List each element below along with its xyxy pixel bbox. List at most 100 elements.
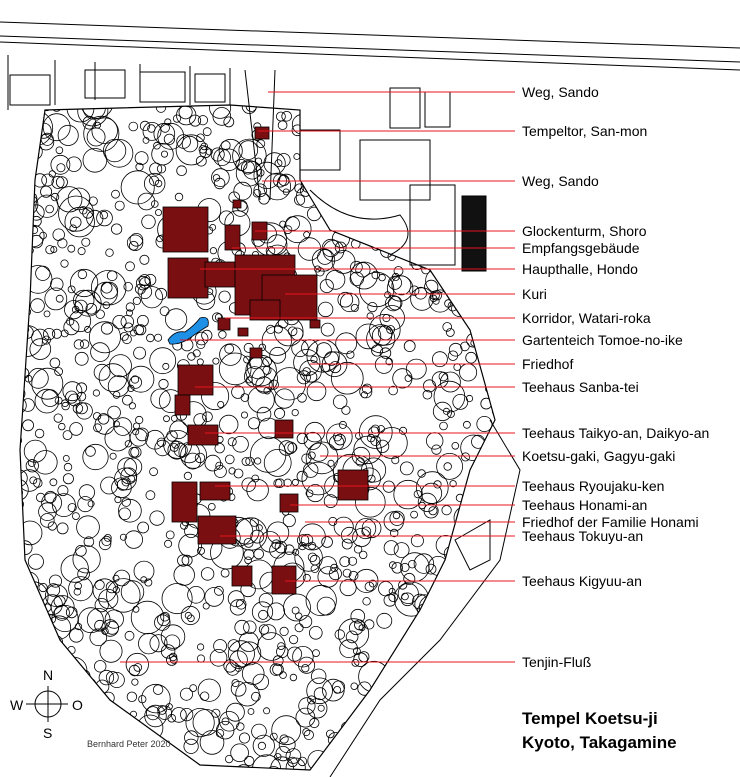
tree [307, 552, 318, 563]
tree [165, 703, 173, 711]
tree [391, 456, 400, 465]
tree [129, 375, 143, 389]
tree [307, 451, 316, 460]
tree [184, 730, 199, 745]
tree [390, 528, 399, 538]
building [174, 394, 191, 416]
tree [36, 761, 43, 769]
tree [455, 639, 469, 653]
tree [54, 367, 63, 376]
tree [412, 758, 431, 770]
tree [485, 590, 495, 618]
tree [149, 510, 165, 526]
tree [135, 324, 147, 336]
tree [62, 678, 70, 687]
tree [261, 325, 292, 356]
tree [295, 185, 318, 208]
tree [240, 393, 250, 402]
tree [422, 389, 433, 400]
tree [208, 502, 216, 511]
tree [397, 111, 409, 123]
tree [123, 322, 134, 333]
tree [471, 434, 486, 449]
tree [445, 665, 454, 675]
tree [138, 632, 160, 655]
tree [460, 543, 468, 551]
tree [250, 529, 265, 544]
tree [411, 667, 421, 676]
tree [53, 413, 63, 423]
map-label: Teehaus Tokuyu-an [522, 528, 644, 544]
tree [153, 141, 161, 150]
tree [142, 136, 150, 144]
tree [485, 367, 495, 382]
tree [348, 570, 359, 581]
map-label: Teehaus Kigyuu-an [522, 573, 642, 589]
tree [20, 520, 43, 546]
tree [55, 294, 64, 303]
tree [391, 562, 403, 574]
tree [307, 695, 317, 705]
tree [97, 413, 110, 425]
tree [258, 593, 274, 608]
tree [29, 338, 52, 360]
tree [307, 206, 322, 222]
tree [354, 486, 386, 518]
tree [488, 375, 495, 401]
tree [443, 126, 455, 138]
tree [123, 282, 133, 292]
tree [83, 536, 95, 547]
tree [310, 564, 319, 573]
tree [432, 641, 440, 648]
tree [112, 420, 120, 428]
tree [76, 391, 87, 402]
tree [484, 487, 495, 505]
tree [337, 291, 354, 308]
tree [245, 456, 255, 466]
tree [64, 206, 95, 238]
tree [20, 469, 41, 492]
building [237, 327, 249, 337]
tree [96, 209, 113, 227]
tree [443, 462, 452, 471]
tree [42, 113, 71, 142]
tree [433, 480, 442, 489]
tree [199, 691, 210, 701]
tree [298, 697, 316, 715]
tree [333, 686, 342, 694]
tree [62, 473, 74, 485]
tree [45, 204, 54, 214]
tree [99, 210, 109, 220]
tree [399, 695, 428, 724]
tree [58, 422, 66, 431]
tree [181, 135, 199, 153]
tree [241, 477, 256, 492]
building [224, 224, 241, 251]
tree [230, 680, 247, 697]
tree [292, 646, 314, 668]
tree [54, 396, 63, 405]
tree [192, 349, 201, 358]
tree [387, 223, 402, 238]
tree [308, 625, 323, 640]
tree [198, 145, 208, 154]
tree [98, 721, 116, 739]
tree [130, 446, 142, 458]
map-label: Koetsu-gaki, Gagyu-gaki [522, 448, 676, 464]
tree [113, 417, 133, 436]
tree [254, 157, 263, 165]
tree [298, 656, 316, 674]
tree [331, 146, 343, 158]
tree [350, 682, 358, 690]
tree [56, 163, 66, 173]
tree [90, 342, 110, 362]
tree [303, 431, 322, 450]
tree [70, 216, 82, 229]
tree [133, 346, 147, 360]
tree [113, 569, 131, 587]
tree [305, 489, 314, 498]
tree [387, 757, 405, 770]
tree [68, 309, 92, 333]
tree [463, 127, 476, 141]
